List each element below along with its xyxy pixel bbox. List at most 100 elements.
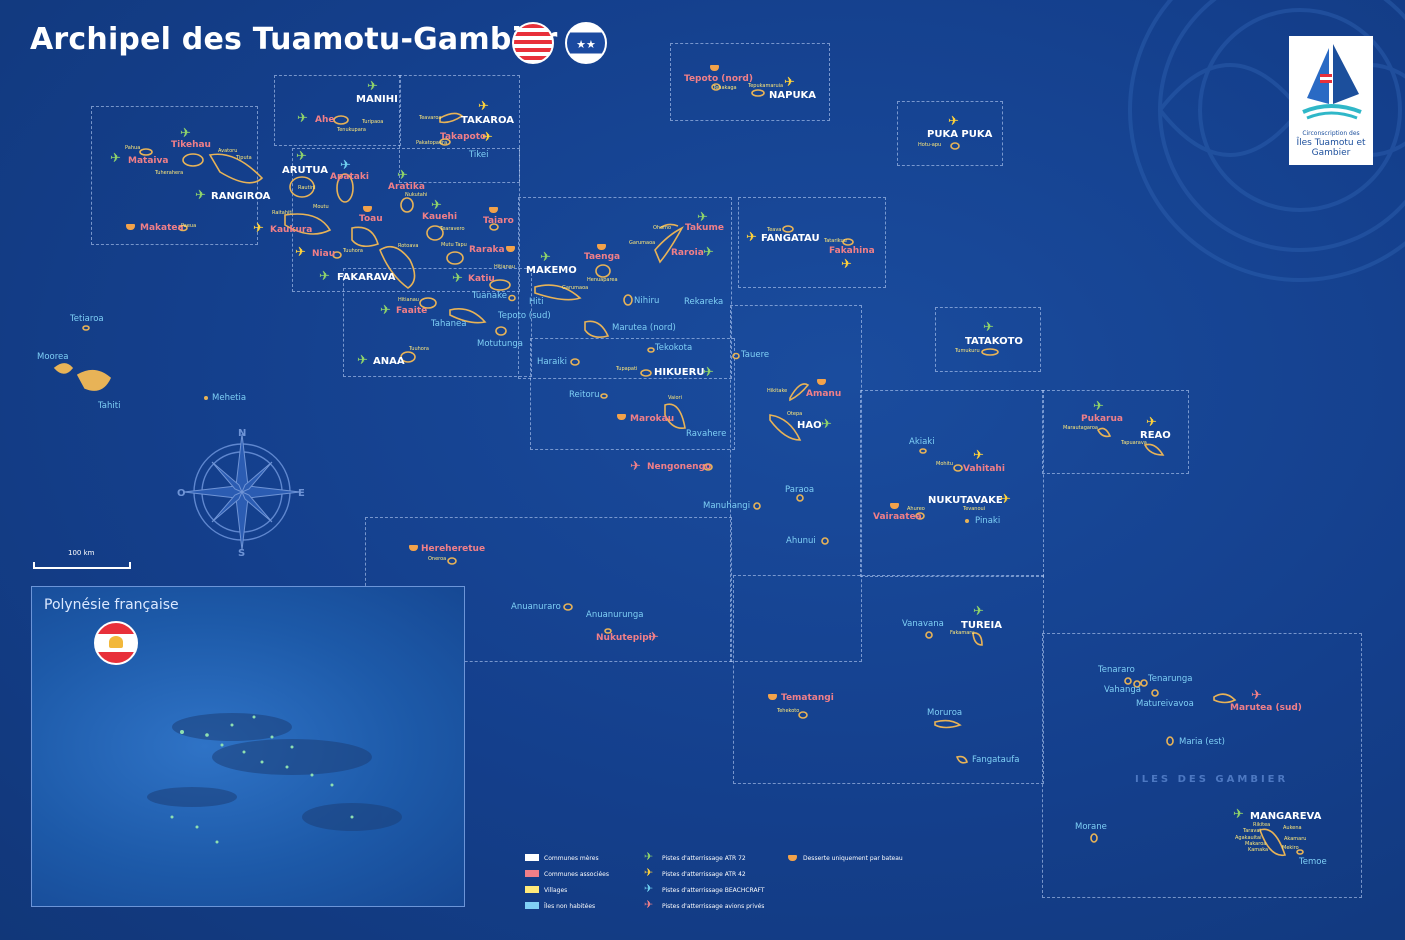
label-niau: Niau — [312, 249, 336, 259]
boat-icon — [126, 224, 135, 230]
legend-swatch-assoc — [525, 870, 539, 877]
airstrip-atr72-icon: ✈ — [1233, 807, 1244, 822]
label-marutea-nord: Marutea (nord) — [612, 323, 676, 333]
label-fangataufa: Fangataufa — [972, 755, 1020, 765]
airstrip-atr72-icon: ✈ — [319, 269, 330, 284]
zone-nukutavake — [860, 390, 1044, 577]
airstrip-atr42-icon: ✈ — [253, 221, 264, 236]
legend-atr72-icon: ✈ — [644, 850, 654, 863]
zone-manihi — [274, 75, 401, 146]
label-tureia: TUREIA — [961, 620, 1002, 631]
label-taiaro: Taiaro — [483, 216, 514, 226]
legend-assoc: Communes associées — [544, 871, 609, 878]
label-raroia: Raroia — [671, 248, 704, 258]
label-tauere: Tauere — [741, 350, 770, 360]
village-tarione: Tatarikuu — [824, 238, 847, 244]
zone-fangatau — [738, 197, 886, 288]
village-moutu: Moutu — [313, 204, 329, 210]
airstrip-atr72-icon: ✈ — [367, 79, 378, 94]
zone-fakarava — [292, 148, 520, 292]
label-anuanuraro: Anuanuraro — [511, 602, 561, 612]
boat-icon — [506, 246, 515, 252]
airstrip-atr42-icon: ✈ — [746, 230, 757, 245]
airstrip-prive-icon: ✈ — [630, 459, 641, 474]
village-aukena: Aukena — [1283, 825, 1302, 831]
village-tepukamaruia: Tepukamaruia — [748, 83, 784, 89]
village-makaroa: Makaroa — [1245, 841, 1267, 847]
village-tukuhora: Tuuhora — [409, 346, 429, 352]
label-tatakoto: TATAKOTO — [965, 336, 1023, 347]
village-pouheva: Garumaoa — [562, 285, 589, 291]
airstrip-prive-icon: ✈ — [1251, 688, 1262, 703]
village-ahureo: Ahureo — [907, 506, 925, 512]
airstrip-atr42-icon: ✈ — [478, 99, 489, 114]
label-ahunui: Ahunui — [786, 536, 816, 546]
legend-atr72: Pistes d'atterrissage ATR 72 — [662, 855, 746, 862]
village-mutu-tapu: Mutu Tapu — [441, 242, 467, 248]
label-paraoa: Paraoa — [785, 485, 815, 495]
airstrip-atr42-icon: ✈ — [784, 75, 795, 90]
compass-south-label: S — [238, 548, 246, 559]
label-taenga: Taenga — [584, 252, 621, 262]
zone-hikueru — [530, 338, 735, 450]
label-fangatau: FANGATAU — [761, 233, 820, 244]
village-ohomo: Ohomo — [653, 225, 672, 231]
label-fakarava: FAKARAVA — [337, 272, 396, 283]
village-moumu: Paeua — [181, 223, 197, 229]
airstrip-atr42-icon: ✈ — [973, 448, 984, 463]
label-reao: REAO — [1140, 430, 1171, 441]
label-tematangi: Tematangi — [781, 693, 834, 703]
airstrip-beechcraft-icon: ✈ — [340, 158, 351, 173]
village-tupapati: Tupapati — [616, 366, 638, 372]
zone-hao — [730, 305, 862, 662]
zone-gambier — [1042, 633, 1362, 898]
label-arutua: ARUTUA — [282, 165, 328, 176]
boat-icon — [890, 503, 899, 509]
label-vahanga: Vahanga — [1104, 685, 1141, 695]
label-faaite: Faaite — [396, 306, 428, 316]
label-tahiti: Tahiti — [98, 401, 121, 411]
gambier-flag: ★★ — [565, 22, 607, 64]
airstrip-atr72-icon: ✈ — [296, 149, 307, 164]
label-manuhangi: Manuhangi — [703, 501, 751, 511]
label-hikueru: HIKUERU — [654, 367, 705, 378]
label-anaa: ANAA — [373, 356, 405, 367]
legend-beech-icon: ✈ — [644, 882, 654, 895]
airstrip-atr72-icon: ✈ — [297, 111, 308, 126]
village-tehekoto: Tehekoto — [777, 708, 800, 714]
inset-islands — [147, 713, 402, 844]
village-tiputa: Tiputa — [236, 155, 252, 161]
label-motutunga: Motutunga — [477, 339, 523, 349]
label-tenarunga: Tenarunga — [1148, 674, 1193, 684]
label-vanavana: Vanavana — [902, 619, 944, 629]
airstrip-prive-icon: ✈ — [648, 630, 659, 645]
label-fakahina: Fakahina — [829, 246, 875, 256]
label-haraiki: Haraiki — [537, 357, 567, 367]
village-taravai: Taravai — [1243, 828, 1261, 834]
label-pukarua: Pukarua — [1081, 414, 1123, 424]
legend-atr42-icon: ✈ — [644, 866, 654, 879]
village-pahua: Pahua — [125, 145, 141, 151]
village-tenukupara: Tenukupara — [337, 127, 366, 133]
legend-beech: Pistes d'atterrissage BEACHCRAFT — [662, 887, 765, 894]
village-mekiro: Mekiro — [1282, 845, 1299, 851]
label-morane: Morane — [1075, 822, 1107, 832]
label-tenararo: Tenararo — [1098, 665, 1135, 675]
sailboat-logo-icon — [1302, 44, 1362, 120]
label-ravahere: Ravahere — [686, 429, 727, 439]
village-otepa: Otepa — [787, 411, 803, 417]
zone-pukapuka — [897, 101, 1003, 166]
legend-boat-icon — [788, 855, 797, 861]
airstrip-atr72-icon: ✈ — [452, 271, 463, 286]
airstrip-atr42-icon: ✈ — [295, 245, 306, 260]
village-hitianau: Hitianau — [494, 264, 515, 270]
zone-reao — [1042, 390, 1189, 474]
logo-line-2: Îles Tuamotu et — [1296, 138, 1366, 148]
village-teava: Teava — [767, 227, 782, 233]
airstrip-atr72-icon: ✈ — [983, 320, 994, 335]
label-rekareka: Rekareka — [684, 297, 724, 307]
logo-line-1: Circonscription des — [1302, 130, 1360, 137]
